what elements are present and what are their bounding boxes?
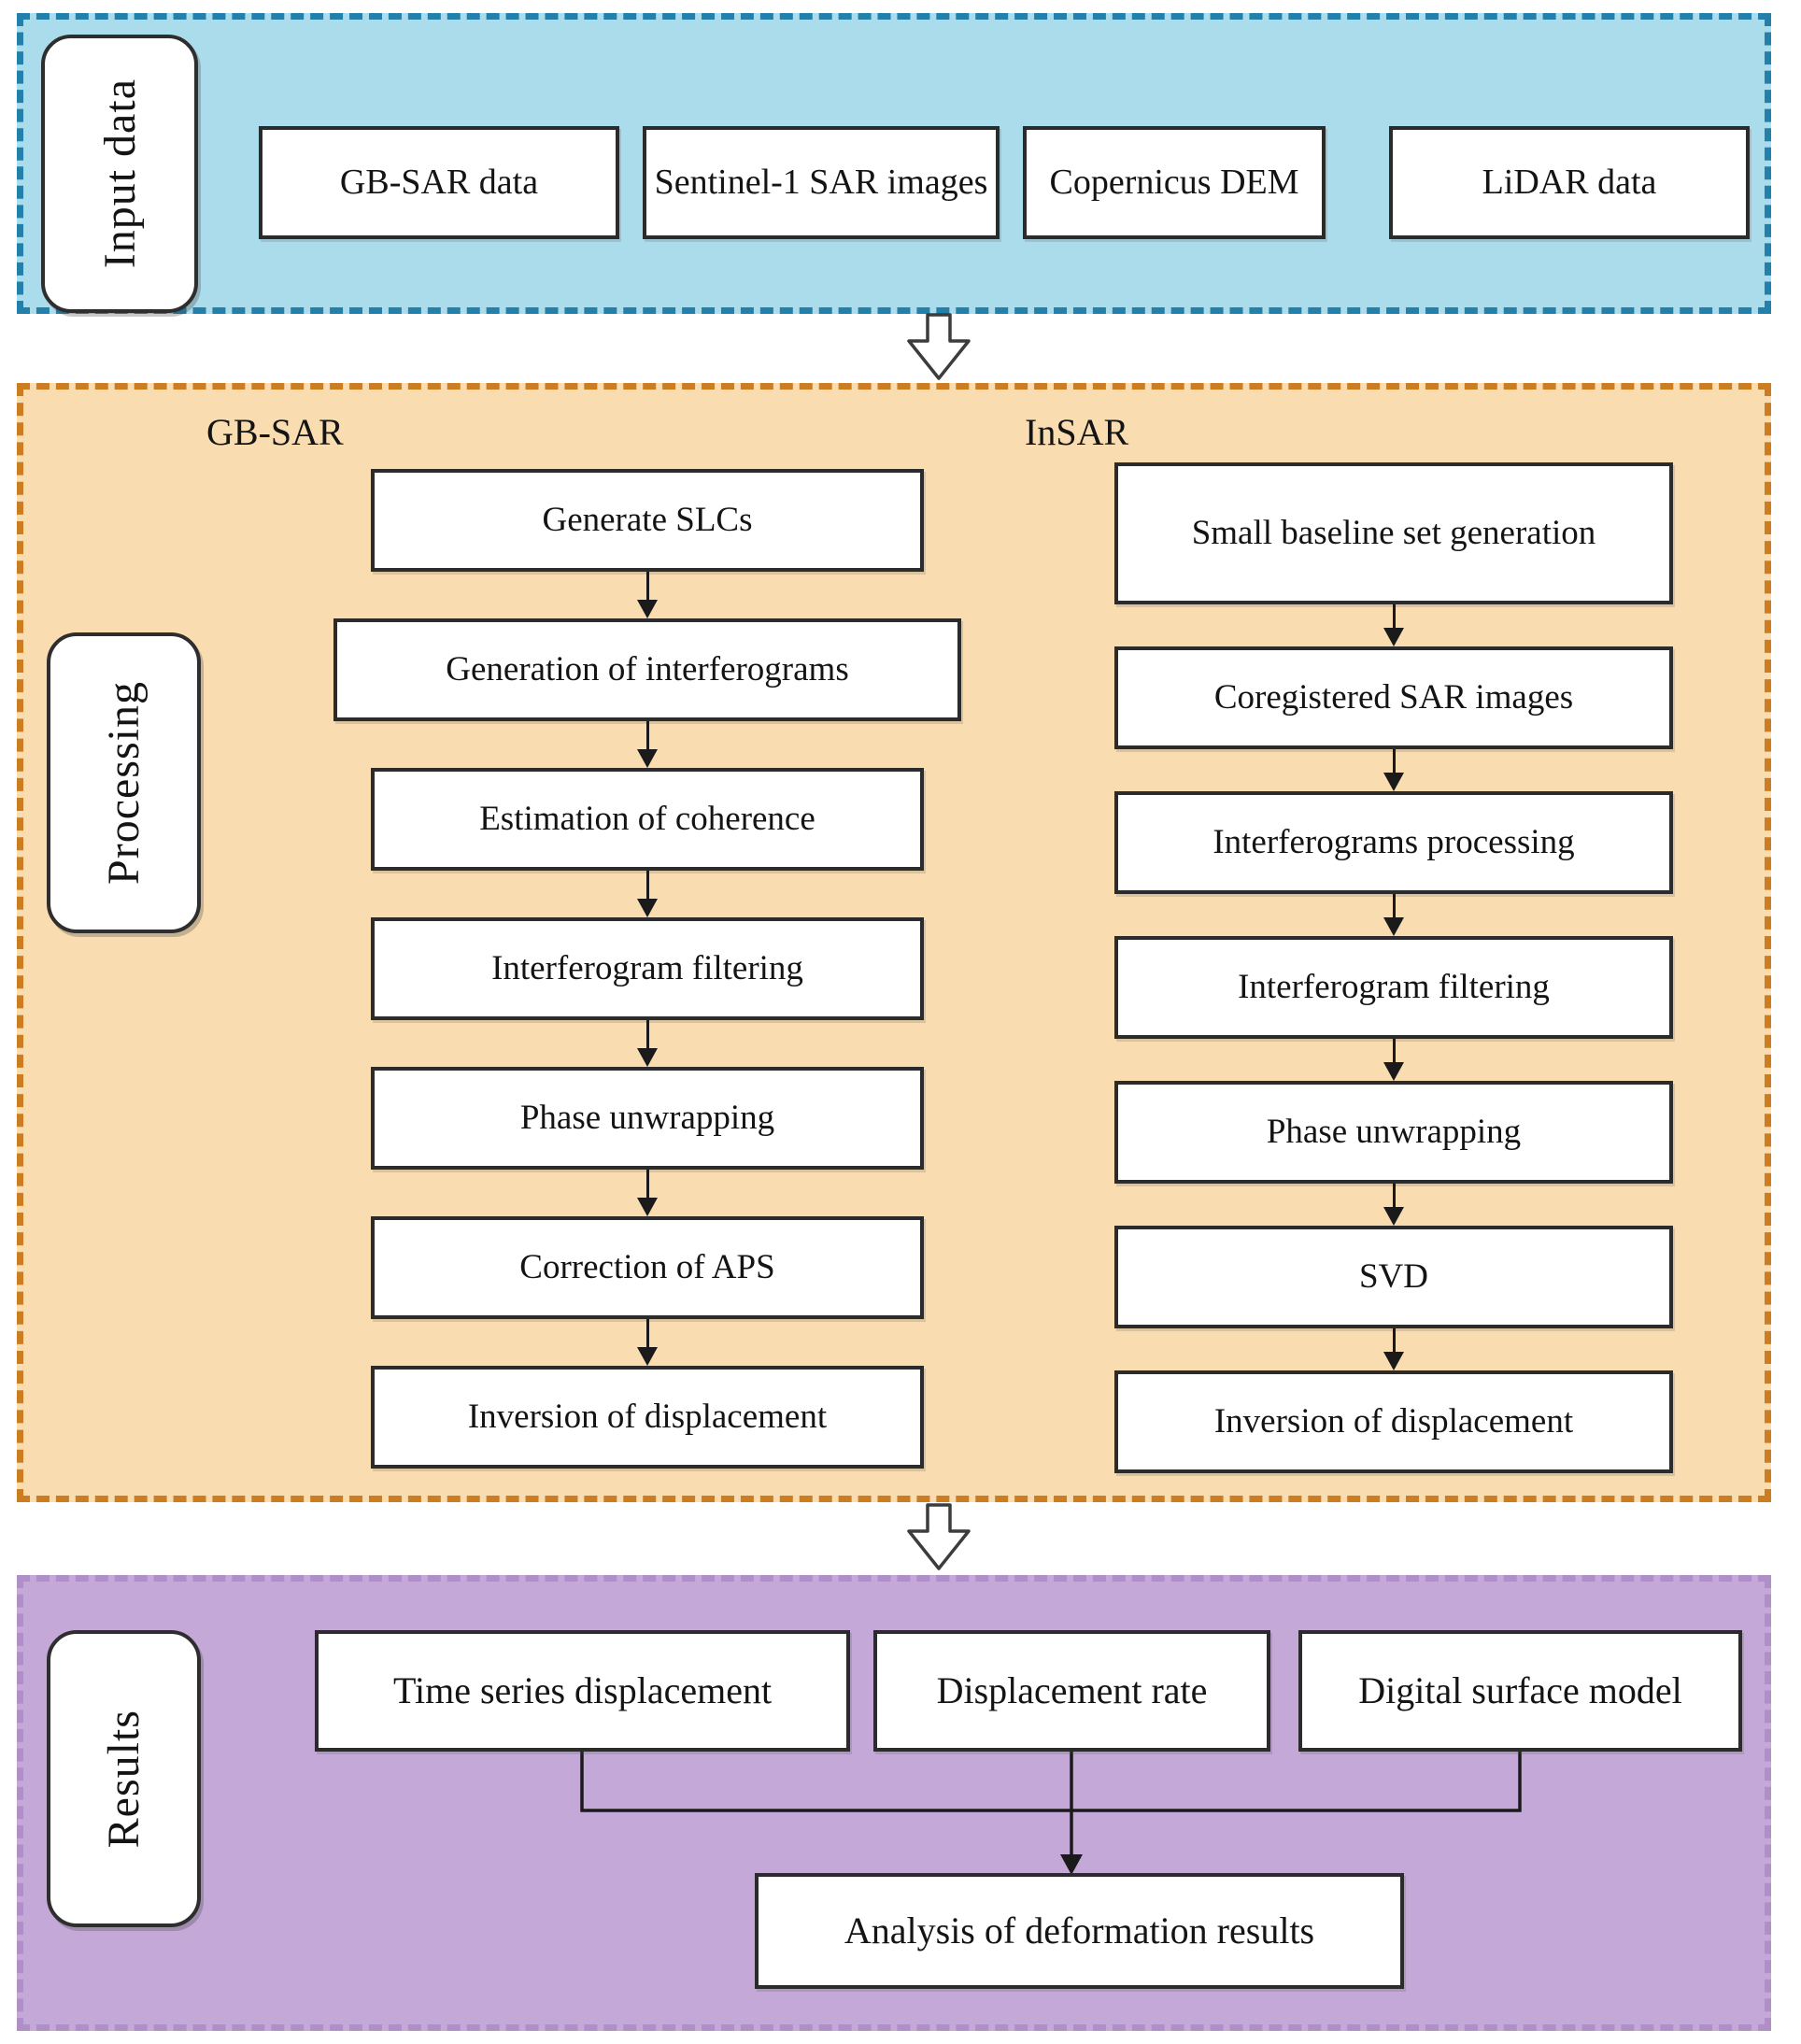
column-title-insar: InSAR [1025, 411, 1129, 453]
input-data-label-text: Input data [94, 78, 145, 269]
insar-flow-column: Small baseline set generation Coregister… [1114, 462, 1673, 1473]
section-processing: Processing GB-SAR InSAR Generate SLCs Ge… [17, 383, 1771, 1502]
step-estimation-of-coherence: Estimation of coherence [371, 768, 924, 871]
step-small-baseline-set-generation: Small baseline set generation [1114, 462, 1673, 604]
gb-sar-flow-column: Generate SLCs Generation of interferogra… [333, 469, 961, 1469]
section-input-data: Input data GB-SAR data Sentinel-1 SAR im… [17, 13, 1771, 314]
box-time-series-displacement: Time series displacement [315, 1630, 850, 1752]
box-lidar-data: LiDAR data [1389, 126, 1750, 239]
down-connector-arrow [1380, 894, 1408, 936]
down-connector-arrow [1380, 1039, 1408, 1081]
step-inversion-of-displacement-insar: Inversion of displacement [1114, 1370, 1673, 1473]
input-data-label: Input data [41, 35, 198, 313]
step-phase-unwrapping-gbsar: Phase unwrapping [371, 1067, 924, 1170]
column-title-gb-sar: GB-SAR [206, 411, 344, 453]
box-sentinel-1-sar-images: Sentinel-1 SAR images [643, 126, 1000, 239]
box-digital-surface-model: Digital surface model [1298, 1630, 1742, 1752]
step-interferogram-filtering-gbsar: Interferogram filtering [371, 917, 924, 1020]
step-generation-of-interferograms: Generation of interferograms [333, 618, 961, 721]
step-interferograms-processing: Interferograms processing [1114, 791, 1673, 894]
processing-label: Processing [47, 632, 201, 933]
down-connector-arrow [633, 721, 661, 768]
down-connector-arrow [1380, 1328, 1408, 1370]
down-connector-arrow [1380, 604, 1408, 646]
results-label-text: Results [99, 1709, 149, 1849]
step-interferogram-filtering-insar: Interferogram filtering [1114, 936, 1673, 1039]
results-label: Results [47, 1630, 201, 1927]
step-correction-of-aps: Correction of APS [371, 1216, 924, 1319]
down-connector-arrow [633, 572, 661, 618]
down-connector-arrow [1380, 1184, 1408, 1226]
step-generate-slcs: Generate SLCs [371, 469, 924, 572]
step-coregistered-sar-images: Coregistered SAR images [1114, 646, 1673, 749]
down-connector-arrow [633, 1020, 661, 1067]
box-gb-sar-data: GB-SAR data [259, 126, 619, 239]
down-connector-arrow [633, 1319, 661, 1366]
box-displacement-rate: Displacement rate [873, 1630, 1270, 1752]
results-connector-lines [580, 1752, 1522, 1875]
box-analysis-of-deformation-results: Analysis of deformation results [755, 1873, 1404, 1989]
down-connector-arrow [633, 1170, 661, 1216]
step-phase-unwrapping-insar: Phase unwrapping [1114, 1081, 1673, 1184]
section-results: Results Time series displacement Displac… [17, 1575, 1771, 2031]
down-connector-arrow [633, 871, 661, 917]
step-svd: SVD [1114, 1226, 1673, 1328]
down-arrow-icon-input-to-processing [901, 313, 976, 382]
box-copernicus-dem: Copernicus DEM [1023, 126, 1326, 239]
down-connector-arrow [1380, 749, 1408, 791]
down-arrow-icon-processing-to-results [901, 1503, 976, 1572]
step-inversion-of-displacement-gbsar: Inversion of displacement [371, 1366, 924, 1469]
processing-label-text: Processing [99, 681, 149, 885]
